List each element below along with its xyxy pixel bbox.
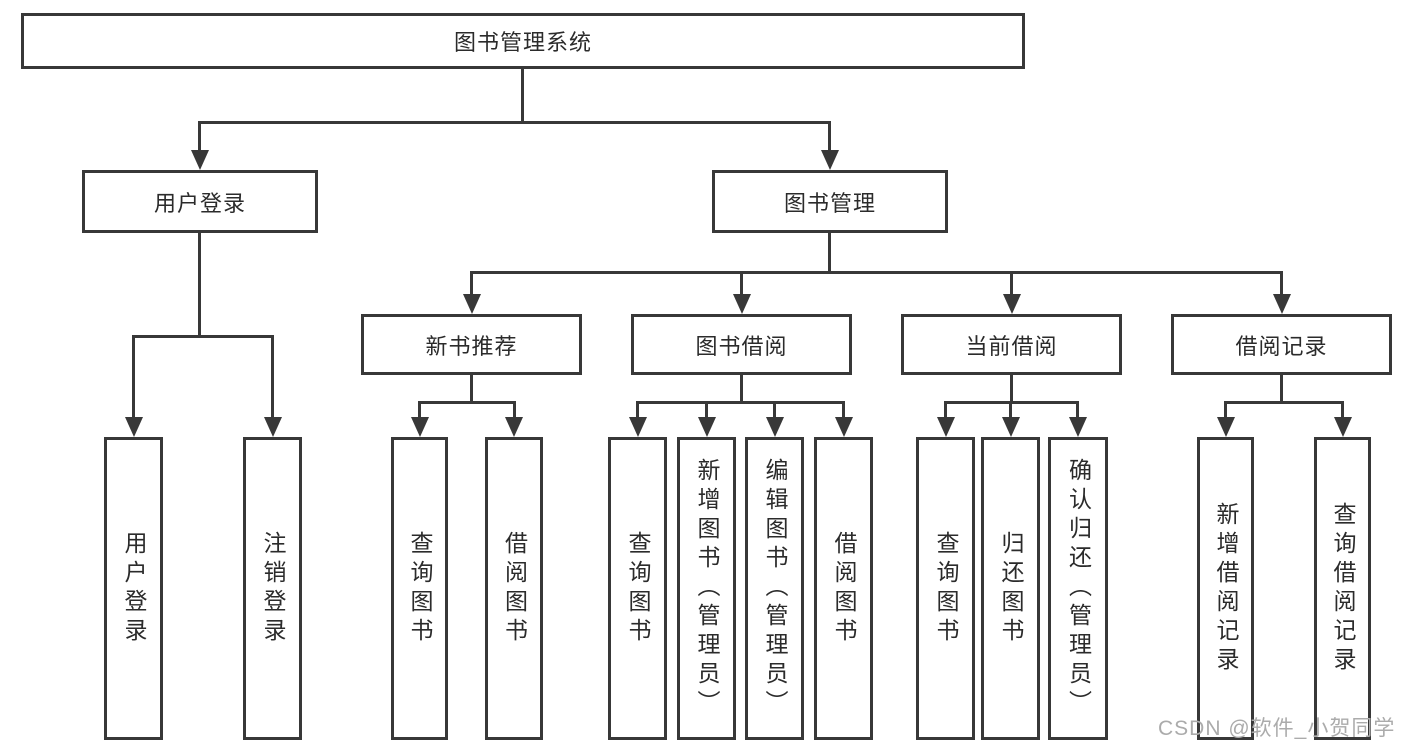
leaf-bb-query-books: 查询图书 [608,437,667,740]
connector-to-leaf-logout [271,335,274,419]
leaf-bb-edit-books-admin: 编辑图书（管理员） [745,437,804,740]
watermark: CSDN @软件_小贺同学 [1158,717,1396,740]
leaf-bb-add-books-admin-label: 新增图书（管理员） [694,458,720,719]
leaf-logout: 注销登录 [243,437,302,740]
leaf-br-add-record: 新增借阅记录 [1197,437,1254,740]
connector-user-login-rail [132,335,274,338]
connector-to-current-borrow [1010,271,1013,296]
leaf-cb-query-books: 查询图书 [916,437,975,740]
connector-user-login-stem [198,233,201,337]
arrowhead-bb-add-icon [698,417,716,437]
leaf-nb-query-books-label: 查询图书 [407,530,433,647]
connector-to-leaf-user-login [132,335,135,419]
node-borrowing-records: 借阅记录 [1171,314,1392,375]
node-current-borrowing: 当前借阅 [901,314,1122,375]
leaf-user-login: 用户登录 [104,437,163,740]
arrowhead-cb-query-icon [937,417,955,437]
node-book-management: 图书管理 [712,170,948,233]
node-root-library-system: 图书管理系统 [21,13,1025,69]
leaf-cb-return-books-label: 归还图书 [998,530,1024,647]
connector-new-book-stem [470,375,473,403]
leaf-cb-return-books: 归还图书 [981,437,1040,740]
arrowhead-leaf-user-login-icon [125,417,143,437]
arrowhead-current-borrow-icon [1003,294,1021,314]
leaf-cb-confirm-return-admin-label: 确认归还（管理员） [1065,458,1092,719]
connector-to-bb-edit [773,401,776,419]
leaf-logout-label: 注销登录 [260,530,286,647]
arrowhead-book-borrow-icon [733,294,751,314]
arrowhead-nb-borrow-icon [505,417,523,437]
arrowhead-br-query-icon [1334,417,1352,437]
leaf-user-login-label: 用户登录 [121,530,147,647]
connector-root-stem [521,68,524,124]
arrowhead-book-mgmt-icon [821,150,839,170]
leaf-nb-borrow-books: 借阅图书 [485,437,543,740]
connector-to-bb-query [636,401,639,419]
leaf-nb-query-books: 查询图书 [391,437,448,740]
leaf-br-query-record-label: 查询借阅记录 [1330,501,1356,676]
leaf-cb-confirm-return-admin: 确认归还（管理员） [1048,437,1108,740]
arrowhead-cb-return-icon [1002,417,1020,437]
arrowhead-user-login-icon [191,150,209,170]
arrowhead-br-add-icon [1217,417,1235,437]
connector-root-to-user-login [198,121,201,152]
connector-to-nb-borrow [513,401,516,419]
node-new-book-recommend: 新书推荐 [361,314,582,375]
connector-borrow-records-stem [1280,375,1283,403]
connector-to-cb-query [944,401,947,419]
arrowhead-leaf-logout-icon [264,417,282,437]
connector-borrow-records-rail [1224,401,1343,404]
connector-current-borrow-stem [1010,375,1013,403]
leaf-bb-borrow-books: 借阅图书 [814,437,873,740]
leaf-bb-add-books-admin: 新增图书（管理员） [677,437,736,740]
arrowhead-nb-query-icon [411,417,429,437]
connector-root-to-book-mgmt [828,121,831,152]
connector-book-borrow-stem [740,375,743,403]
connector-to-br-query [1341,401,1344,419]
connector-to-cb-confirm [1076,401,1079,419]
arrowhead-bb-edit-icon [766,417,784,437]
connector-to-borrow-records [1280,271,1283,296]
connector-to-br-add [1224,401,1227,419]
arrowhead-cb-confirm-icon [1069,417,1087,437]
leaf-bb-edit-books-admin-label: 编辑图书（管理员） [762,458,788,719]
leaf-nb-borrow-books-label: 借阅图书 [501,530,528,647]
connector-book-borrow-rail [636,401,845,404]
connector-to-bb-borrow [842,401,845,419]
connector-book-mgmt-rail [470,271,1283,274]
leaf-cb-query-books-label: 查询图书 [933,530,959,647]
connector-to-book-borrow [740,271,743,296]
arrowhead-new-book-rec-icon [463,294,481,314]
leaf-br-query-record: 查询借阅记录 [1314,437,1371,740]
connector-new-book-rail [418,401,516,404]
arrowhead-bb-borrow-icon [835,417,853,437]
leaf-bb-borrow-books-label: 借阅图书 [831,530,857,647]
leaf-br-add-record-label: 新增借阅记录 [1213,501,1239,676]
connector-root-rail [198,121,831,124]
arrowhead-borrow-records-icon [1273,294,1291,314]
node-book-borrowing: 图书借阅 [631,314,852,375]
connector-to-cb-return [1009,401,1012,419]
node-user-login: 用户登录 [82,170,318,233]
connector-book-mgmt-stem [828,233,831,274]
connector-to-nb-query [418,401,421,419]
connector-to-bb-add [705,401,708,419]
arrowhead-bb-query-icon [629,417,647,437]
connector-to-new-book-rec [470,271,473,296]
leaf-bb-query-books-label: 查询图书 [625,530,651,647]
